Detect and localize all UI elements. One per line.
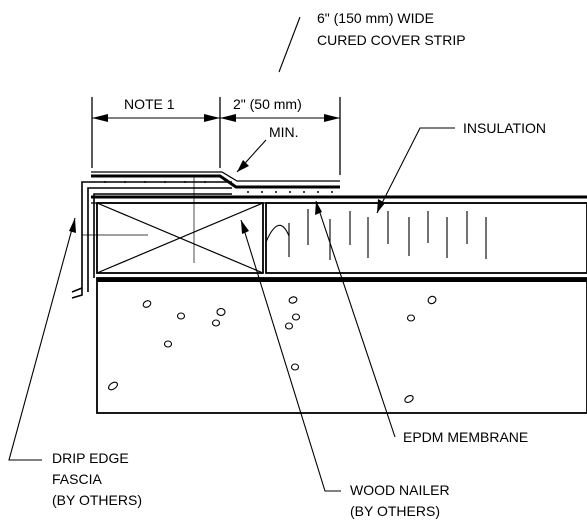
drip-edge-label-line3: (BY OTHERS) — [52, 492, 142, 508]
wood-nailer-label-line2: (BY OTHERS) — [350, 503, 440, 519]
concrete-deck — [96, 277, 587, 414]
insulation-board — [265, 202, 587, 274]
cover-strip-label-line2: CURED COVER STRIP — [317, 32, 466, 48]
insulation-label: INSULATION — [463, 120, 546, 136]
min-label: MIN. — [269, 124, 299, 140]
leader-lines — [8, 16, 455, 492]
epdm-membrane-label: EPDM MEMBRANE — [403, 429, 528, 445]
wood-nailer-leader — [240, 219, 341, 492]
epdm-membrane — [91, 195, 587, 204]
insulation-leader — [376, 127, 455, 214]
cover-strip-leader — [278, 16, 301, 73]
min-width-label: 2" (50 mm) — [233, 96, 302, 112]
wood-nailer-label-line1: WOOD NAILER — [350, 482, 450, 498]
cover-strip-label-line1: 6" (150 mm) WIDE — [317, 10, 434, 26]
leader-arrows — [69, 160, 385, 234]
drip-edge-leader — [8, 217, 76, 461]
drip-edge-label-line2: FASCIA — [52, 471, 102, 487]
dimension-lines — [91, 97, 341, 175]
note-1-label: NOTE 1 — [124, 96, 175, 112]
wood-nailer — [82, 177, 264, 274]
callout-labels: 6" (150 mm) WIDE CURED COVER STRIP NOTE … — [52, 10, 546, 519]
aggregate-marks — [108, 295, 437, 403]
cover-strip — [91, 171, 340, 193]
adhesive-dots — [104, 181, 333, 193]
epdm-leader — [315, 200, 396, 438]
dimension-arrows — [92, 114, 340, 122]
drip-edge-label-line1: DRIP EDGE — [52, 450, 129, 466]
drip-edge-fascia — [71, 181, 232, 299]
